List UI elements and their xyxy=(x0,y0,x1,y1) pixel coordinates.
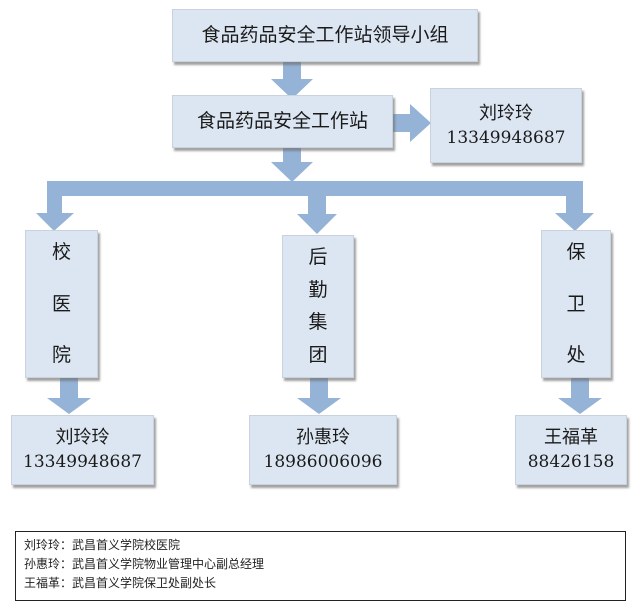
branch-bar xyxy=(47,181,583,196)
arrow-branch-middle xyxy=(297,196,337,234)
leadership-group-box: 食品药品安全工作站领导小组 xyxy=(172,9,478,62)
contact-phone: 13349948687 xyxy=(446,127,566,148)
department-char: 勤 xyxy=(308,278,328,301)
arrow-station-down xyxy=(271,146,313,182)
legend-box: 刘玲玲：武昌首义学院校医院 孙惠玲：武昌首义学院物业管理中心副总经理 王福革：武… xyxy=(15,531,626,601)
department-char: 保 xyxy=(566,241,586,263)
department-char: 卫 xyxy=(566,292,586,315)
department-clinic-box: 校 医 院 xyxy=(25,230,98,378)
arrow-top-to-station xyxy=(271,62,313,99)
contact-name: 孙惠玲 xyxy=(296,427,350,448)
workstation-box: 食品药品安全工作站 xyxy=(172,95,393,148)
department-char: 处 xyxy=(566,344,586,366)
security-contact-box: 王福革 88426158 xyxy=(515,415,627,485)
department-char: 院 xyxy=(51,344,71,366)
department-char: 团 xyxy=(308,343,328,366)
department-char: 校 xyxy=(51,241,71,263)
legend-row: 王福革：武昌首义学院保卫处副处长 xyxy=(24,576,217,590)
contact-phone: 18986006096 xyxy=(263,452,383,472)
legend-row: 孙惠玲：武昌首义学院物业管理中心副总经理 xyxy=(24,557,265,571)
arrow-dept1-to-contact xyxy=(47,377,91,414)
contact-name: 刘玲玲 xyxy=(479,102,533,124)
department-char: 医 xyxy=(51,292,71,315)
workstation-label: 食品药品安全工作站 xyxy=(196,109,368,132)
arrow-branch-left xyxy=(36,196,74,231)
workstation-contact-box: 刘玲玲 13349948687 xyxy=(430,88,582,163)
legend-row: 刘玲玲：武昌首义学院校医院 xyxy=(24,538,181,552)
contact-phone: 88426158 xyxy=(527,452,615,472)
contact-name: 王福革 xyxy=(544,427,598,448)
arrow-dept2-to-contact xyxy=(297,378,341,414)
arrow-branch-right xyxy=(555,196,594,231)
department-char: 集 xyxy=(308,311,328,334)
arrow-dept3-to-contact xyxy=(558,377,602,414)
department-char: 后 xyxy=(308,246,328,268)
logistics-contact-box: 孙惠玲 18986006096 xyxy=(249,415,397,485)
clinic-contact-box: 刘玲玲 13349948687 xyxy=(11,415,154,485)
contact-phone: 13349948687 xyxy=(23,452,142,472)
arrow-station-to-contact xyxy=(393,104,431,142)
department-security-box: 保 卫 处 xyxy=(541,230,611,378)
leadership-group-label: 食品药品安全工作站领导小组 xyxy=(201,23,449,46)
department-logistics-box: 后 勤 集 团 xyxy=(282,235,354,378)
contact-name: 刘玲玲 xyxy=(55,427,110,448)
